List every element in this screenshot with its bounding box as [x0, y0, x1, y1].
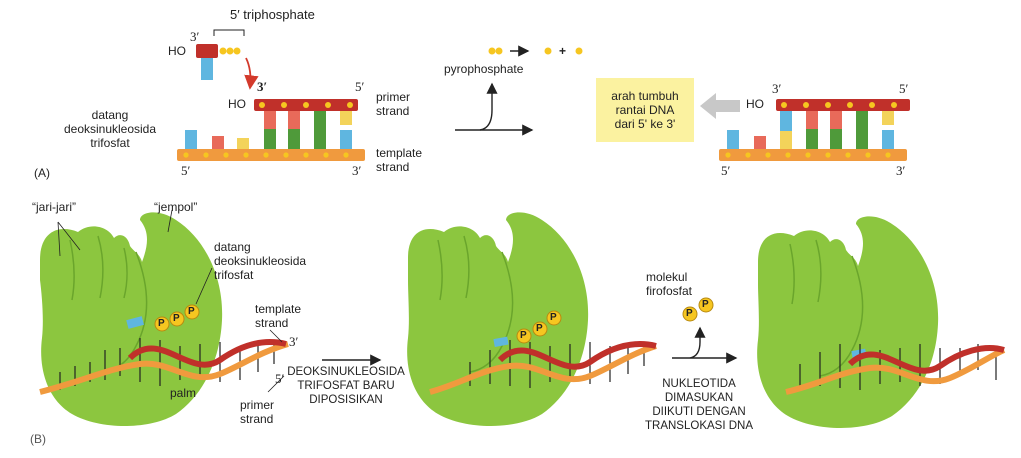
dna-helix-3	[785, 344, 1006, 395]
result-five-prime-bottom: 5′	[721, 163, 731, 178]
incoming-nucleotide	[196, 29, 245, 80]
phosphates-enzyme-2	[516, 310, 562, 344]
note-line-3: dari 5' ke 3'	[614, 117, 676, 131]
three-prime-b: 3′	[289, 334, 299, 349]
red-incorporation-arrow	[244, 57, 259, 90]
five-prime-primer: 5′	[355, 79, 365, 94]
template-b-line-1: template	[255, 302, 302, 316]
phosphate-p-3: P	[188, 306, 195, 317]
label-pointer-incoming	[195, 267, 213, 305]
dna-helix-2	[429, 340, 657, 395]
incoming-a-line-3: trifosfat	[90, 136, 130, 150]
step-1-line-1: DEOKSINUKLEOSIDA	[287, 366, 405, 378]
pyro-line-2: firofosfat	[646, 284, 693, 298]
result-three-prime-top: 3′	[772, 81, 782, 96]
incoming-b-line-2: deoksinukleosida	[214, 254, 307, 268]
pyrophosphate-branch	[479, 82, 498, 131]
incoming-a-line-1: datang	[91, 108, 129, 122]
primer-template-duplex	[177, 99, 365, 161]
phosphate-p-1: P	[158, 318, 165, 329]
phosphate-p-5: P	[536, 323, 543, 334]
panel-a-label: (A)	[34, 166, 50, 180]
label-pointer-primer	[267, 375, 285, 393]
note-line-1: arah tumbuh	[611, 89, 679, 103]
primer-b-line-1: primer	[240, 398, 275, 412]
phosphate-p-2: P	[173, 313, 180, 324]
thumb-label: “jempol”	[154, 200, 198, 214]
five-prime-template: 5′	[181, 163, 191, 178]
fingers-label: “jari-jari”	[32, 200, 76, 214]
primer-strand-line-1: primer	[376, 90, 411, 104]
five-triphosphate-label: 5′ triphosphate	[230, 7, 315, 22]
label-pointer-thumb	[167, 209, 173, 233]
panel-b-label: (B)	[30, 432, 46, 446]
extended-duplex	[719, 99, 910, 161]
pyro-line-1: molekul	[646, 270, 688, 284]
note-line-2: rantai DNA	[615, 103, 675, 117]
phosphate-p-7: P	[686, 308, 693, 319]
three-prime-incoming: 3′	[190, 29, 200, 44]
incoming-a-line-2: deoksinukleosida	[63, 122, 157, 136]
step-1-line-3: DIPOSISIKAN	[309, 394, 383, 406]
palm-label: palm	[170, 386, 197, 400]
result-five-prime-top: 5′	[899, 81, 909, 96]
phosphate-p-6: P	[550, 312, 557, 323]
step-2-line-4: TRANSLOKASI DNA	[645, 420, 753, 432]
incoming-b-line-3: trifosfat	[214, 268, 254, 282]
polymerase-enzyme-3	[757, 216, 939, 428]
plus-sign: +	[559, 44, 567, 58]
three-prime-template: 3′	[352, 163, 362, 178]
pyrophosphate-reaction	[488, 45, 583, 57]
primer-strand-line-2: strand	[376, 104, 410, 118]
label-pointer-template	[269, 329, 283, 343]
result-ho-label: HO	[746, 97, 764, 111]
step-2-line-1: NUKLEOTIDA	[662, 378, 736, 390]
ho-incoming-label: HO	[168, 44, 186, 58]
five-prime-b: 5′	[275, 371, 285, 386]
growth-direction-note: arah tumbuh rantai DNA dari 5' ke 3'	[596, 78, 694, 142]
step-2-branch	[689, 326, 706, 359]
growth-direction-arrow	[700, 93, 740, 119]
template-strand-line-2: strand	[376, 160, 410, 174]
result-three-prime-bottom: 3′	[896, 163, 906, 178]
released-pyrophosphate	[682, 297, 714, 322]
pyrophosphate-label: pyrophosphate	[444, 62, 524, 76]
phosphates-enzyme-1	[154, 304, 200, 332]
phosphate-p-4: P	[520, 330, 527, 341]
label-pointer-fingers	[57, 221, 81, 257]
primer-b-line-2: strand	[240, 412, 274, 426]
step-1-line-2: TRIFOSFAT BARU	[297, 380, 395, 392]
phosphate-p-8: P	[702, 299, 709, 310]
template-strand-line-1: template	[376, 146, 423, 160]
template-b-line-2: strand	[255, 316, 289, 330]
incoming-b-line-1: datang	[214, 240, 251, 254]
step-2-line-2: DIMASUKAN	[664, 392, 734, 404]
step-2-line-3: DIIKUTI DENGAN	[652, 406, 746, 418]
ho-primer-label: HO	[228, 97, 246, 111]
dna-helix-1	[39, 338, 289, 395]
three-prime-primer: 3′	[257, 79, 268, 94]
